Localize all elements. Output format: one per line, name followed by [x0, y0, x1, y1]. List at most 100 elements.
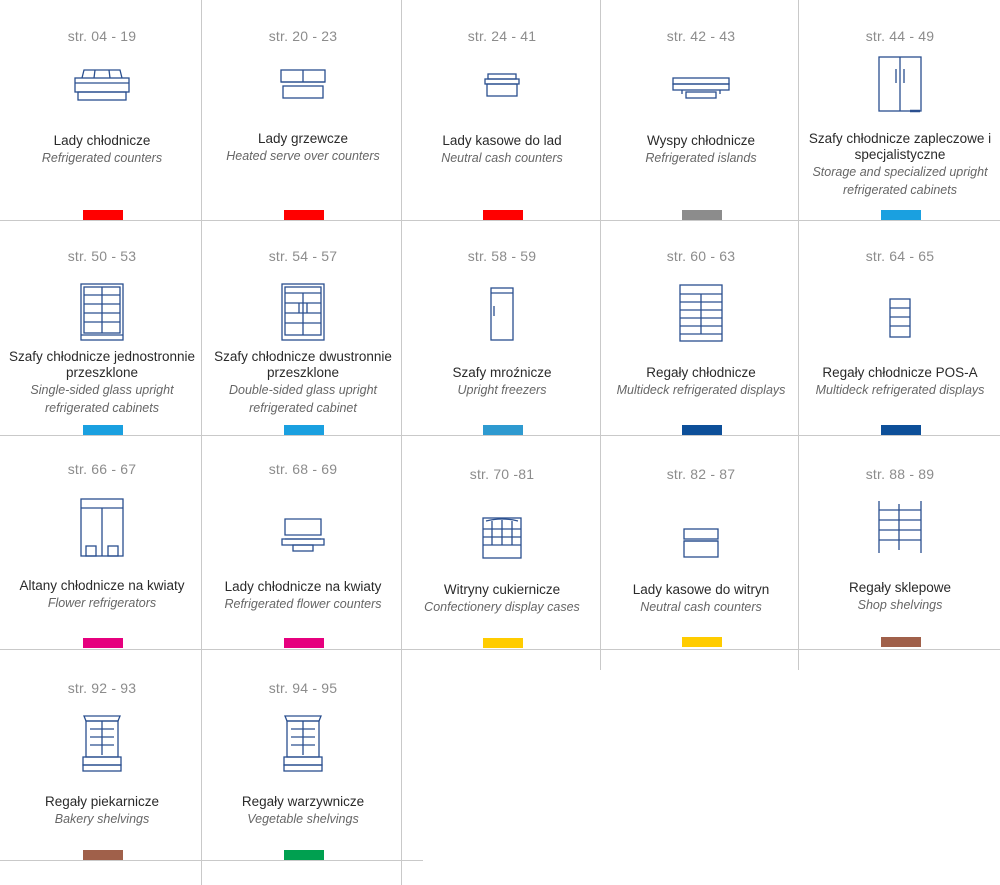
- category-tile[interactable]: str. 54 - 57 Szafy chłodnicze dwustronnie…: [203, 0, 403, 885]
- page-range: str. 92 - 93: [67, 680, 137, 696]
- category-name: Altany chłodnicze na kwiaty: [19, 578, 185, 593]
- category-name: Szafy chłodnicze jednostronnie przeszklo…: [8, 349, 196, 380]
- page-range: str. 94 - 95: [268, 680, 338, 696]
- category-name-en: Refrigerated islands: [645, 151, 757, 165]
- double-glass-cabinet-icon: [203, 283, 403, 341]
- page-range: str. 82 - 87: [666, 466, 736, 482]
- flower-refrigerator-icon: [2, 498, 202, 558]
- island-icon: [601, 76, 801, 102]
- shop-shelving-icon: [800, 500, 1000, 554]
- category-name-en: Shop shelvings: [857, 598, 943, 612]
- category-color-bar: [881, 425, 921, 435]
- category-color-bar: [483, 638, 523, 648]
- page-range: str. 60 - 63: [666, 248, 736, 264]
- category-name: Szafy mroźnicze: [452, 365, 552, 380]
- category-name: Witryny cukiernicze: [443, 582, 561, 597]
- category-name-en: Flower refrigerators: [47, 596, 157, 610]
- category-tile[interactable]: str. 44 - 49 Szafy chłodnicze zapleczowe …: [800, 0, 1000, 885]
- category-name-en: Multideck refrigerated displays: [815, 383, 985, 397]
- grid-line: [0, 435, 1000, 436]
- category-name: Lady grzewcze: [257, 131, 349, 146]
- category-color-bar: [682, 637, 722, 647]
- category-color-bar: [83, 425, 123, 435]
- freezer-icon: [402, 286, 602, 342]
- category-name: Lady chłodnicze: [53, 133, 151, 148]
- page-range: str. 42 - 43: [666, 28, 736, 44]
- category-name-en: Single-sided glass upright refrigerated …: [30, 383, 174, 415]
- cash-counter-icon: [402, 73, 602, 99]
- page-range: str. 24 - 41: [467, 28, 537, 44]
- grid-line: [0, 220, 1000, 221]
- category-name: Lady kasowe do witryn: [632, 582, 770, 597]
- category-name: Wyspy chłodnicze: [647, 133, 755, 148]
- page-range: str. 54 - 57: [268, 248, 338, 264]
- page-range: str. 04 - 19: [67, 28, 137, 44]
- category-name: Regały piekarnicze: [44, 794, 160, 809]
- page-range: str. 44 - 49: [865, 28, 935, 44]
- storage-cabinet-icon: [800, 55, 1000, 115]
- category-name-en: Storage and specialized upright refriger…: [812, 165, 988, 197]
- heated-counter-icon: [203, 68, 403, 100]
- refrigerated-counter-icon: [2, 68, 202, 102]
- confectionery-display-icon: [402, 517, 602, 559]
- category-tile[interactable]: str. 50 - 53 Szafy chłodnicze jednostronn…: [2, 0, 202, 885]
- category-color-bar: [881, 210, 921, 220]
- page-range: str. 20 - 23: [268, 28, 338, 44]
- category-tile[interactable]: str. 64 - 65 Regały chłodnicze POS-A Multi…: [800, 0, 1000, 885]
- grid-line: [201, 0, 202, 885]
- category-name: Szafy chłodnicze zapleczowe i specjalist…: [808, 131, 992, 162]
- page-range: str. 88 - 89: [865, 466, 935, 482]
- grid-line: [401, 0, 402, 885]
- grid-line: [600, 0, 601, 670]
- category-name-en: Neutral cash counters: [640, 600, 762, 614]
- category-name-en: Upright freezers: [457, 383, 547, 397]
- category-name-en: Refrigerated counters: [41, 151, 163, 165]
- page-range: str. 64 - 65: [865, 248, 935, 264]
- category-color-bar: [483, 210, 523, 220]
- category-color-bar: [682, 210, 722, 220]
- multideck-icon: [601, 284, 801, 342]
- page-range: str. 68 - 69: [268, 461, 338, 477]
- category-color-bar: [284, 850, 324, 860]
- category-color-bar: [483, 425, 523, 435]
- category-name: Regały sklepowe: [848, 580, 952, 595]
- category-name-en: Heated serve over counters: [226, 149, 380, 163]
- page-range: str. 50 - 53: [67, 248, 137, 264]
- category-name: Lady chłodnicze na kwiaty: [224, 579, 382, 594]
- category-name-en: Double-sided glass upright refrigerated …: [228, 383, 377, 415]
- category-name: Regały chłodnicze POS-A: [822, 365, 978, 380]
- vegetable-shelving-icon: [203, 715, 403, 773]
- category-name-en: Neutral cash counters: [441, 151, 563, 165]
- display-cash-counter-icon: [601, 527, 801, 559]
- category-color-bar: [284, 210, 324, 220]
- single-glass-cabinet-icon: [2, 283, 202, 341]
- grid-line: [0, 860, 423, 861]
- page-range: str. 70 -81: [469, 466, 535, 482]
- category-name: Regały chłodnicze: [646, 365, 756, 380]
- category-color-bar: [881, 637, 921, 647]
- category-name-en: Vegetable shelvings: [247, 812, 359, 826]
- category-color-bar: [83, 638, 123, 648]
- category-color-bar: [284, 425, 324, 435]
- category-name: Lady kasowe do lad: [442, 133, 562, 148]
- page-range: str. 66 - 67: [67, 461, 137, 477]
- category-name: Szafy chłodnicze dwustronnie przeszklone: [214, 349, 392, 380]
- category-name: Regały warzywnicze: [241, 794, 365, 809]
- grid-line: [798, 0, 799, 670]
- category-color-bar: [83, 210, 123, 220]
- category-name-en: Refrigerated flower counters: [224, 597, 382, 611]
